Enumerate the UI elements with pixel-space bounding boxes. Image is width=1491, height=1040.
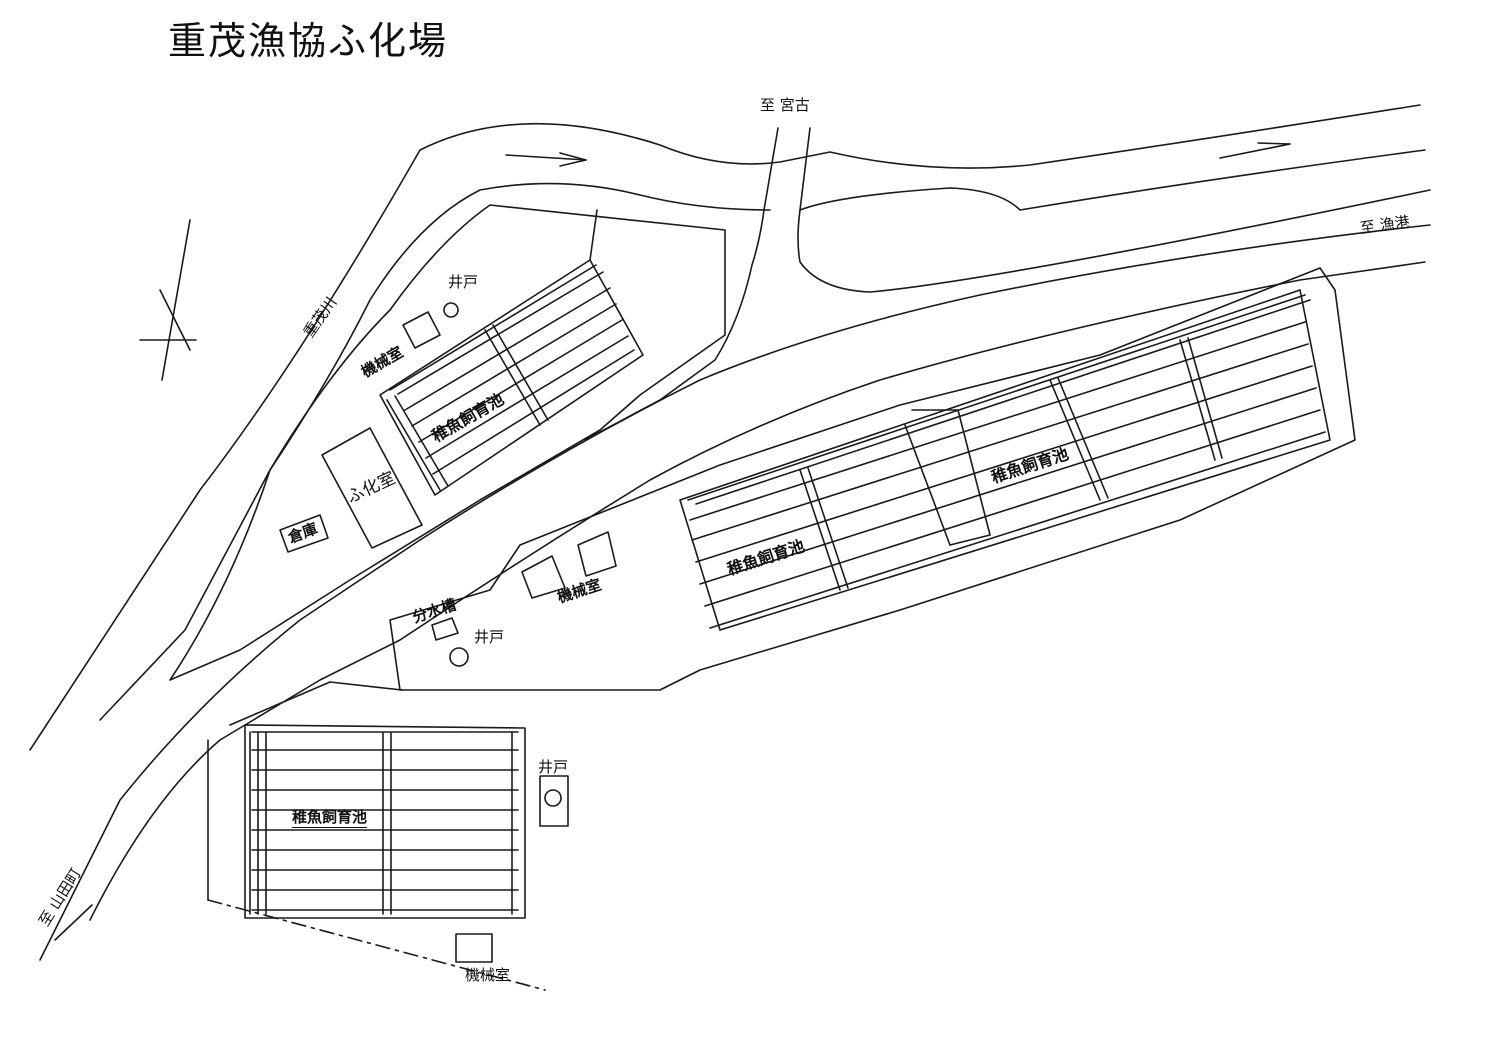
upper-compound	[169, 204, 726, 681]
label-to-miyako: 至 宮古	[760, 96, 810, 114]
label-well-mid: 井戸	[474, 628, 505, 646]
label-pond-lower: 稚魚飼育池	[292, 808, 368, 828]
lower-compound	[207, 681, 569, 991]
right-compound	[389, 267, 1356, 691]
label-well-upper: 井戸	[448, 273, 479, 291]
map-title: 重茂漁協ふ化場	[168, 19, 449, 63]
label-well-lower: 井戸	[538, 758, 569, 776]
label-machine-room-lower: 機械室	[465, 966, 511, 984]
roads	[39, 127, 1431, 961]
river-banks	[29, 104, 1426, 751]
